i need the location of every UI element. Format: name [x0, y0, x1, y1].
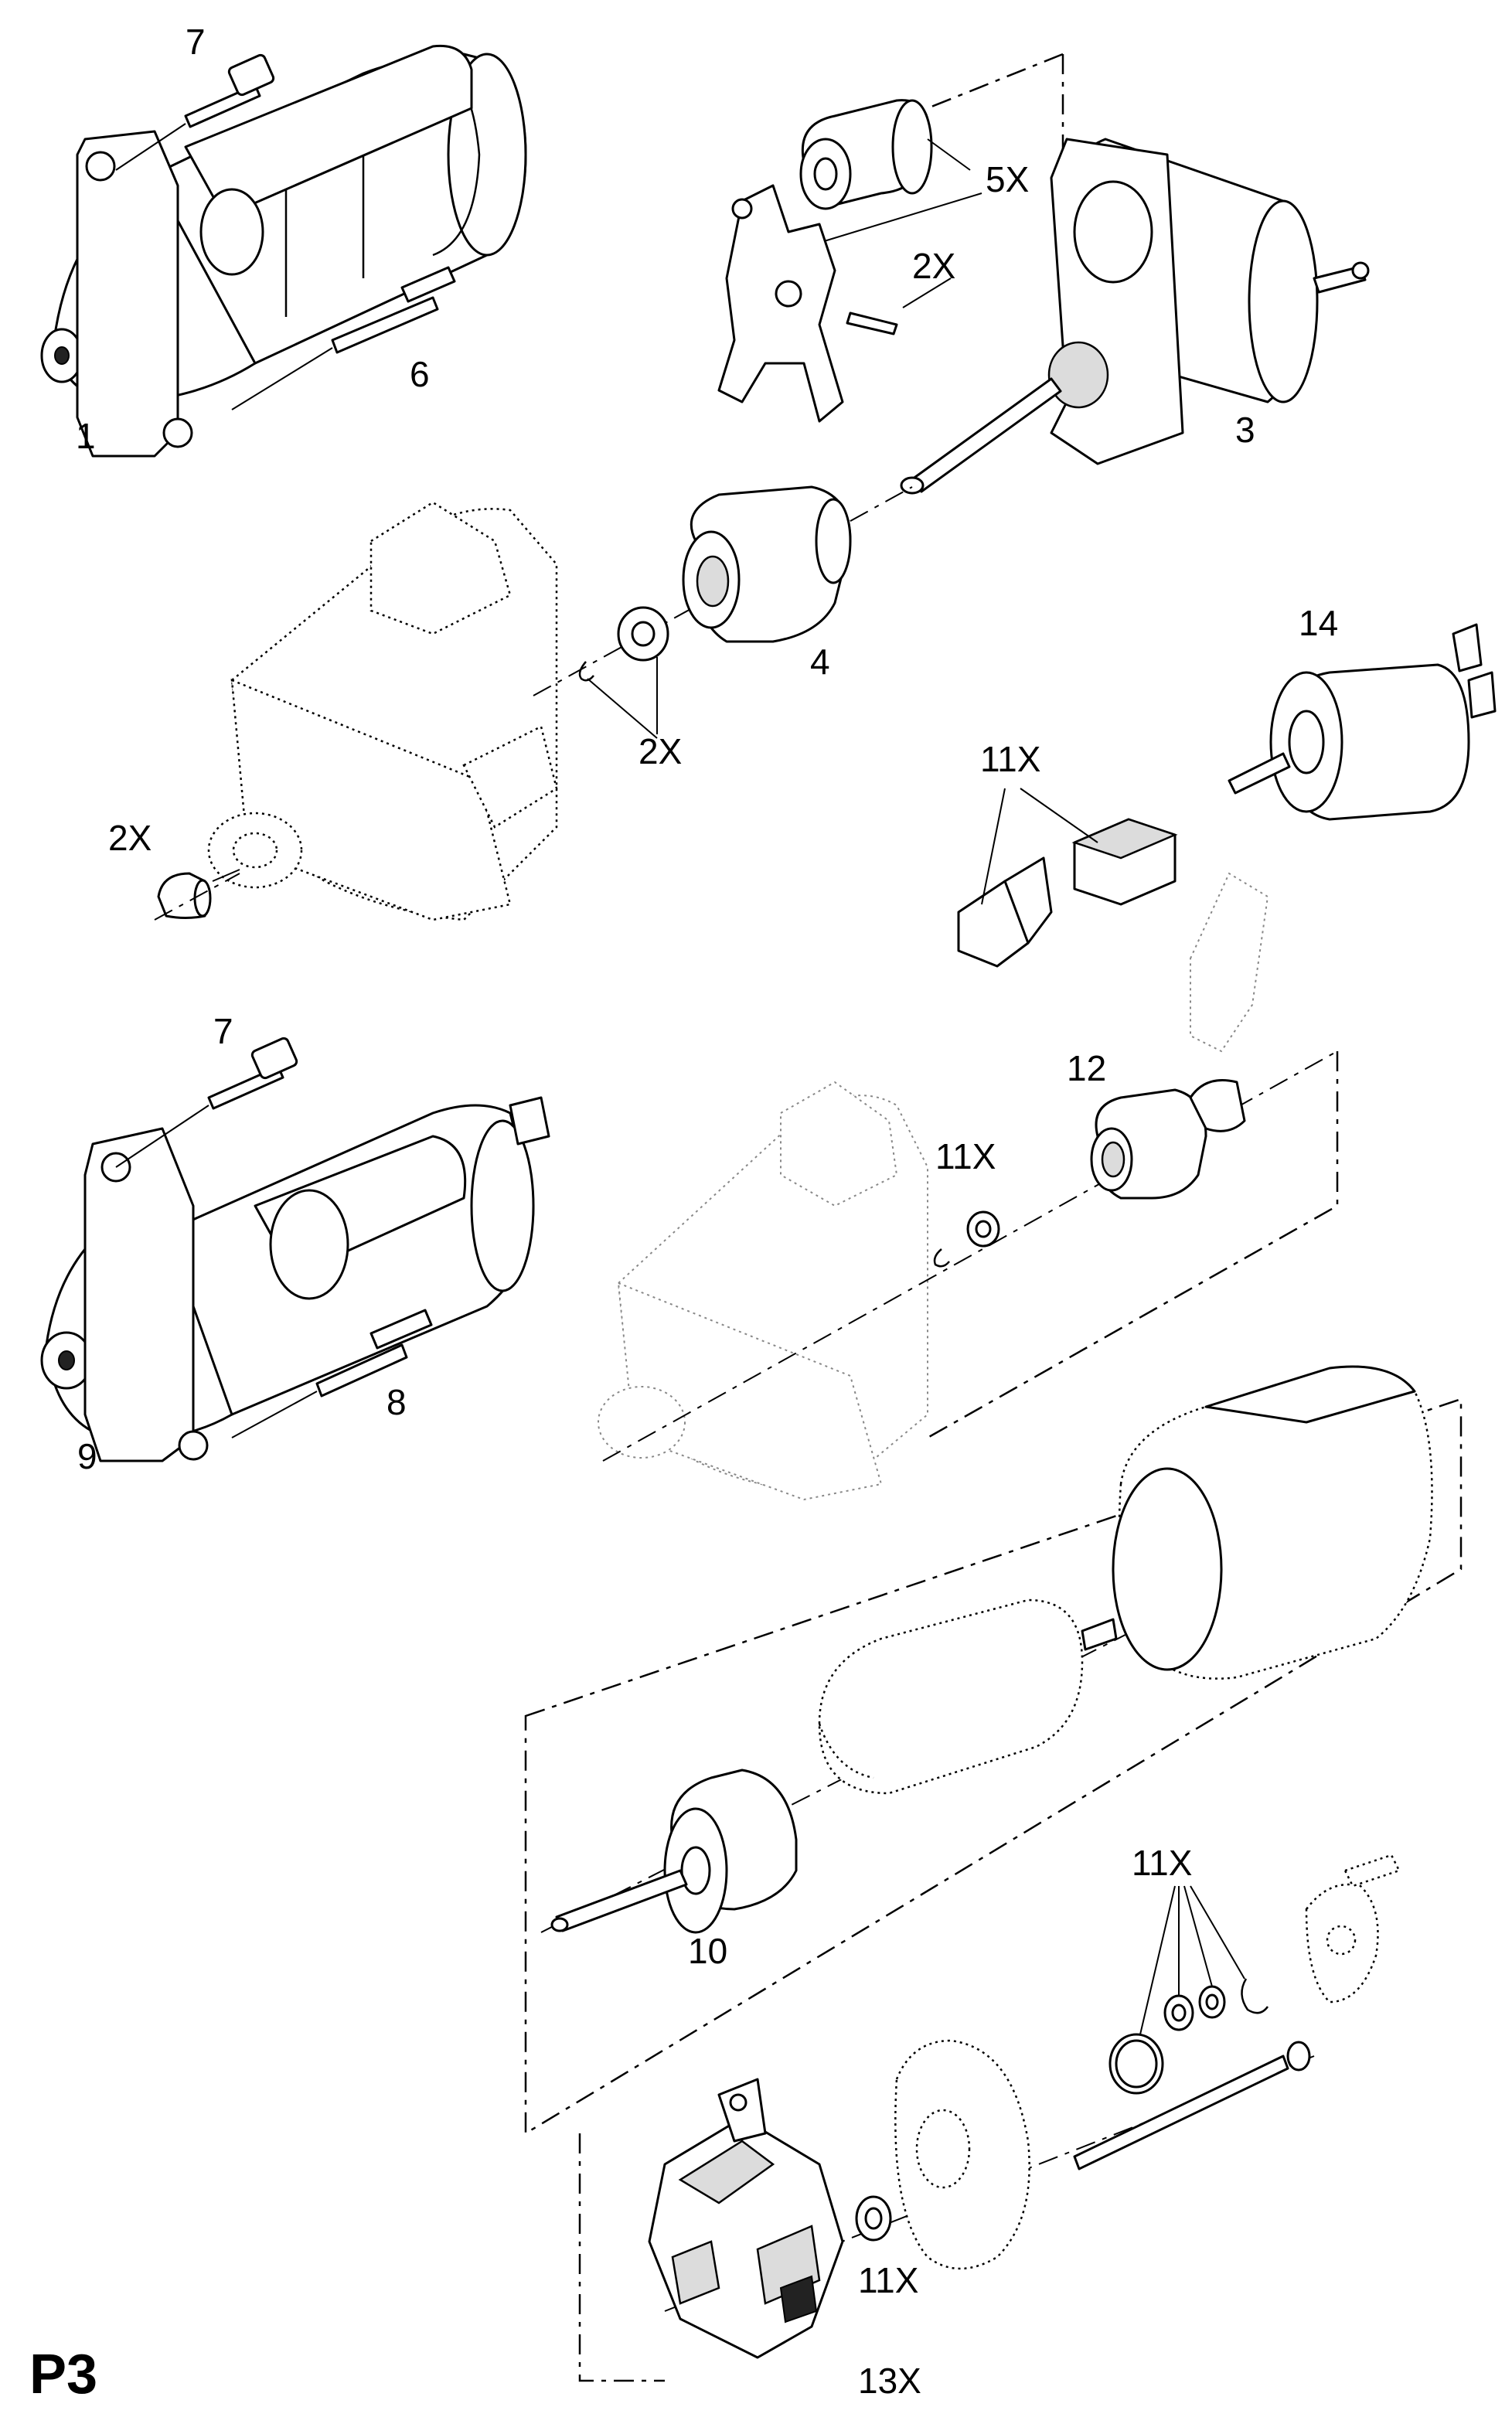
callout-4: 4: [810, 642, 830, 682]
callout-1: 1: [76, 416, 96, 456]
brush-holder-13x: 13X: [648, 2078, 921, 2401]
washer-set-11x: 11X: [933, 1136, 1000, 1268]
through-bolt: [1073, 2041, 1311, 2170]
callout-11x-b: 11X: [935, 1136, 996, 1176]
assembly-guide-line-top: [927, 53, 1064, 110]
callout-7-top: 7: [186, 22, 206, 62]
callout-5x: 5X: [986, 159, 1029, 199]
callout-14: 14: [1299, 603, 1338, 643]
assembly-guide-frame-mid: [927, 1051, 1339, 1439]
page-code: P3: [29, 2344, 97, 2405]
callout-10: 10: [688, 1931, 727, 1971]
callout-7-mid: 7: [213, 1011, 233, 1051]
terminal-kit-11x: 11X: [957, 739, 1178, 968]
intermediate-bearing-10: 10: [550, 1769, 798, 1971]
starter-body-ghost-upper: 2X: [108, 501, 558, 921]
shaft-washer-11x: 11X: [855, 2195, 918, 2300]
solenoid-switch-assembly-3: 3: [900, 138, 1370, 495]
thrust-washer-set-2x: 2X: [578, 606, 682, 771]
callout-8: 8: [387, 1382, 407, 1422]
pinion-drive-4: 4: [682, 485, 852, 682]
engagement-fork-lever: 2X: [717, 184, 955, 423]
callout-11x-c: 11X: [1132, 1843, 1192, 1883]
callout-6: 6: [410, 354, 430, 394]
callout-9: 9: [77, 1436, 97, 1476]
callout-2x-left: 2X: [108, 818, 152, 858]
shim-set-11x: 11X: [1108, 1843, 1269, 2095]
callout-2x-mid: 2X: [639, 731, 682, 771]
pinion-drive-12: 12: [1067, 1048, 1246, 1200]
armature: [818, 1598, 1118, 1795]
rubber-bush-set-5x: 5X: [799, 99, 1029, 248]
callout-2x-top: 2X: [912, 246, 955, 286]
starter-motor-assembly-9: 7 8 9: [40, 1011, 550, 1476]
brush-guide-frame: [578, 2133, 665, 2382]
callout-3: 3: [1235, 410, 1255, 450]
starter-body-ghost-lower: [598, 872, 1269, 1501]
callout-12: 12: [1067, 1048, 1106, 1088]
commutator-end-cover: [894, 1854, 1401, 2270]
callout-13x: 13X: [858, 2361, 921, 2401]
starter-motor-assembly-1: 7 6 1: [40, 22, 527, 458]
callout-11x-a: 11X: [980, 739, 1040, 779]
callout-11x-d: 11X: [858, 2260, 918, 2300]
field-yoke: [1112, 1365, 1433, 1680]
solenoid-14: 14: [1228, 603, 1497, 821]
